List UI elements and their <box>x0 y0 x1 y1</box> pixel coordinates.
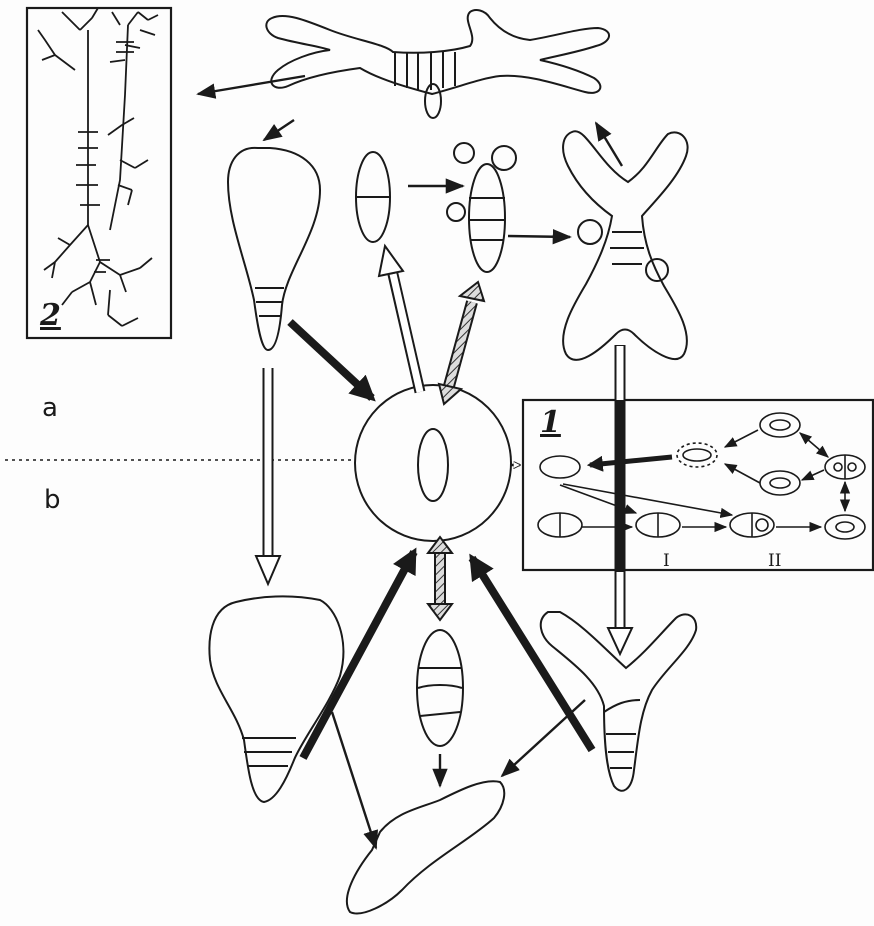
branching-thallus <box>38 8 158 326</box>
hollow-arrowhead-3 <box>608 628 632 654</box>
club-thallus-top-left <box>228 148 320 350</box>
arrow-x-to-top <box>596 123 622 166</box>
inset-box-2: 2 <box>27 8 171 338</box>
stage-mark-2: II <box>768 551 781 571</box>
hollow-arrowhead-1 <box>256 556 280 584</box>
dividing-cell-top <box>447 143 516 272</box>
spore-bottom-center <box>417 630 463 746</box>
inset-1-number: 1 <box>540 405 561 440</box>
bold-arrow-bottom-right-to-center <box>472 558 592 750</box>
hatched-arrow-center-spore <box>428 537 452 620</box>
hollow-arrowhead-2 <box>379 246 403 276</box>
club-thallus-bottom-left <box>209 596 343 802</box>
central-cell <box>355 385 511 541</box>
x-shaped-plant-right <box>563 131 688 360</box>
germling-mass-bottom <box>347 781 504 913</box>
bold-arrow-club-to-center <box>290 322 372 398</box>
inset-2-number: 2 <box>39 298 61 333</box>
inset-box-1: 1 <box>523 400 873 571</box>
top-branched-thallus <box>266 10 609 118</box>
arrow-dividing-to-x <box>508 236 570 237</box>
label-a: a <box>42 393 58 423</box>
arrow-club-to-mass <box>332 712 376 848</box>
stage-mark-1: I <box>663 551 670 571</box>
bold-arrow-bottom-left-to-center <box>303 552 414 758</box>
label-b: b <box>44 485 61 515</box>
hatched-arrow-center-dividing <box>439 282 484 404</box>
arrow-top-to-club <box>264 120 294 140</box>
spore-top-center <box>356 152 390 242</box>
